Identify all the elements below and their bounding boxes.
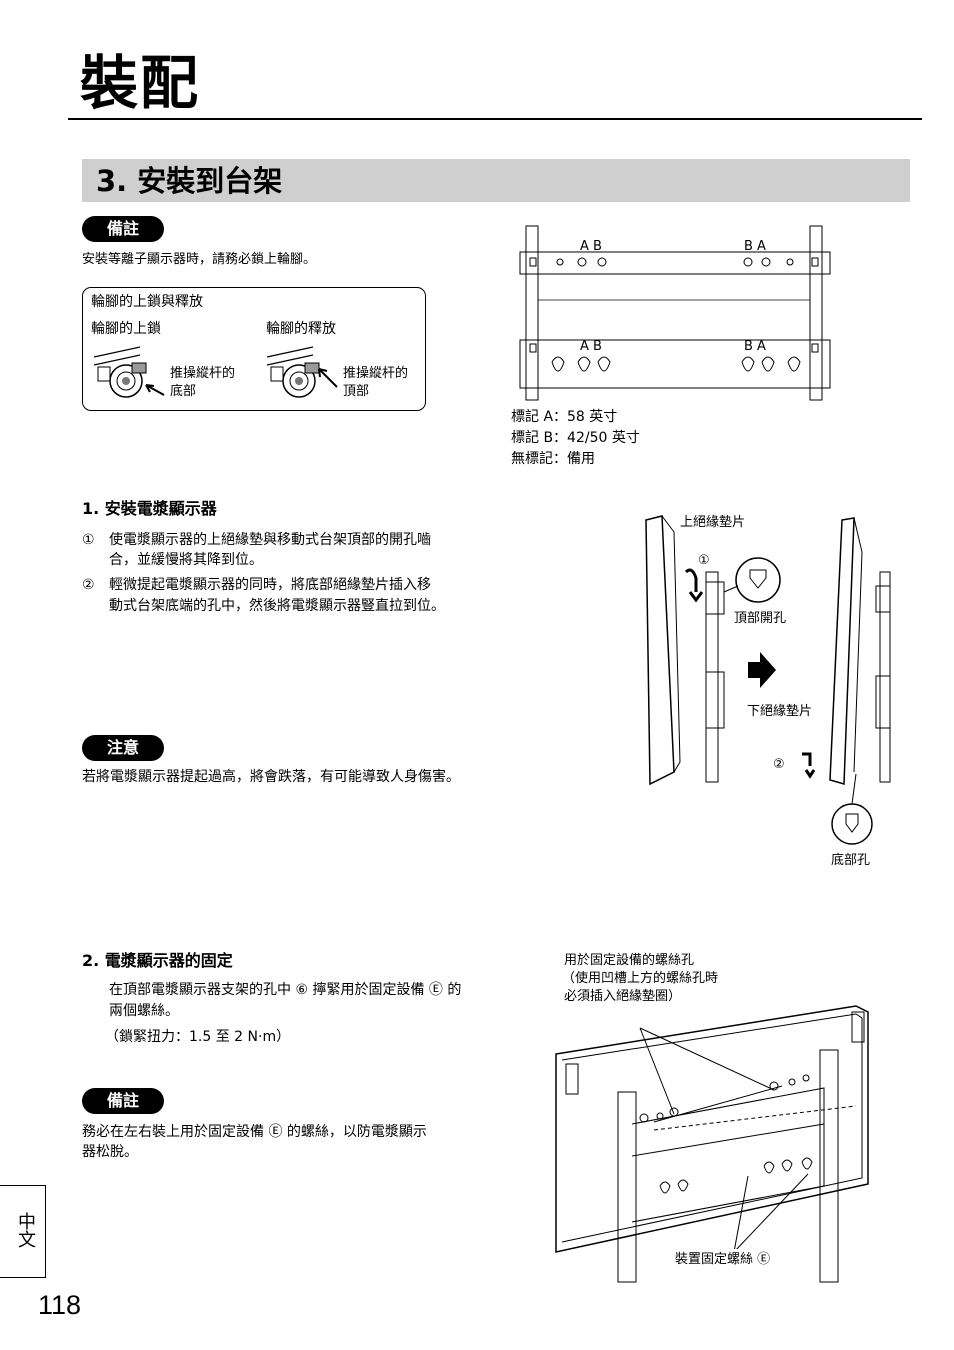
release-push-text-1: 推操縱杆的 xyxy=(343,366,409,381)
note2-line2: 器松脫。 xyxy=(82,1144,138,1160)
top-hole-label: 頂部開孔 xyxy=(734,611,787,626)
bracket-label-ba-bottom: B A xyxy=(744,339,766,354)
language-label: 中文 xyxy=(15,1212,36,1248)
caution-badge: 注意 xyxy=(82,735,164,761)
section-title: 3. 安裝到台架 xyxy=(96,164,283,198)
chapter-title: 裝配 xyxy=(80,49,201,117)
legend-none: 無標記：備用 xyxy=(511,451,595,467)
caution-text: 若將電漿顯示器提起過高，將會跌落，有可能導致人身傷害。 xyxy=(82,769,460,785)
note-badge: 備註 xyxy=(82,216,164,242)
marker-2: ② xyxy=(773,757,785,772)
step1-item2-line2: 動式台架底端的孔中，然後將電漿顯示器豎直拉到位。 xyxy=(109,598,445,614)
bracket-label-ab-top: A B xyxy=(580,239,602,254)
fixing-screw-diagram xyxy=(555,1005,869,1283)
legend-b: 標記 B：42/50 英寸 xyxy=(511,430,640,446)
note-text: 安裝等離子顯示器時，請務必鎖上輪腳。 xyxy=(82,252,317,267)
caster-release-illustration xyxy=(266,346,338,398)
upper-pad-label: 上絕緣墊片 xyxy=(680,515,746,530)
legend-a: 標記 A：58 英寸 xyxy=(511,409,618,425)
step1-item1-line1: 使電漿顯示器的上絕緣墊與移動式台架頂部的開孔嚙 xyxy=(109,532,431,548)
install-diagram xyxy=(645,515,891,845)
fix-caption-1: 用於固定設備的螺絲孔 xyxy=(564,953,695,968)
step2-torque: （鎖緊扭力：1.5 至 2 N·m） xyxy=(105,1029,291,1045)
release-push-text-2: 頂部 xyxy=(343,384,370,399)
step2-line1: 在頂部電漿顯示器支架的孔中 ⑥ 擰緊用於固定設備 Ⓔ 的 xyxy=(109,982,462,998)
caster-release-label: 輪腳的釋放 xyxy=(266,321,336,337)
bracket-diagram xyxy=(519,225,831,401)
fix-caption-3: 必須插入絕緣墊圈） xyxy=(564,989,682,1004)
step1-item1-line2: 合，並緩慢將其降到位。 xyxy=(109,552,263,568)
caster-lock-label: 輪腳的上鎖 xyxy=(91,321,161,337)
marker-1: ① xyxy=(698,553,710,568)
language-side-tab: 中文 xyxy=(0,1185,46,1278)
step1-item2-num: ② xyxy=(82,577,95,593)
step1-item2-line1: 輕微提起電漿顯示器的同時，將底部絕緣墊片插入移 xyxy=(109,577,431,593)
caster-lock-box xyxy=(82,287,426,411)
caster-lock-illustration xyxy=(93,346,165,398)
step2-heading: 2. 電漿顯示器的固定 xyxy=(82,951,233,970)
lock-push-text-1: 推操縱杆的 xyxy=(170,366,236,381)
bottom-hole-label: 底部孔 xyxy=(831,853,871,868)
note2-line1: 務必在左右裝上用於固定設備 Ⓔ 的螺絲，以防電漿顯示 xyxy=(82,1124,427,1140)
fix-caption-2: （使用凹槽上方的螺絲孔時 xyxy=(562,971,719,986)
lower-pad-label: 下絕緣墊片 xyxy=(747,704,813,719)
bracket-label-ab-bottom: A B xyxy=(580,339,602,354)
step1-heading: 1. 安裝電漿顯示器 xyxy=(82,499,217,518)
note2-badge: 備註 xyxy=(82,1088,164,1114)
step1-item1-num: ① xyxy=(82,532,95,548)
fix-screw-label: 裝置固定螺絲 Ⓔ xyxy=(675,1249,771,1270)
caster-box-title: 輪腳的上鎖與釋放 xyxy=(91,294,203,310)
bracket-label-ba-top: B A xyxy=(744,239,766,254)
chapter-rule xyxy=(68,118,922,120)
page-number: 118 xyxy=(38,1290,82,1320)
section-bar xyxy=(82,159,910,202)
step2-line2: 兩個螺絲。 xyxy=(109,1003,179,1019)
lock-push-text-2: 底部 xyxy=(170,384,197,399)
